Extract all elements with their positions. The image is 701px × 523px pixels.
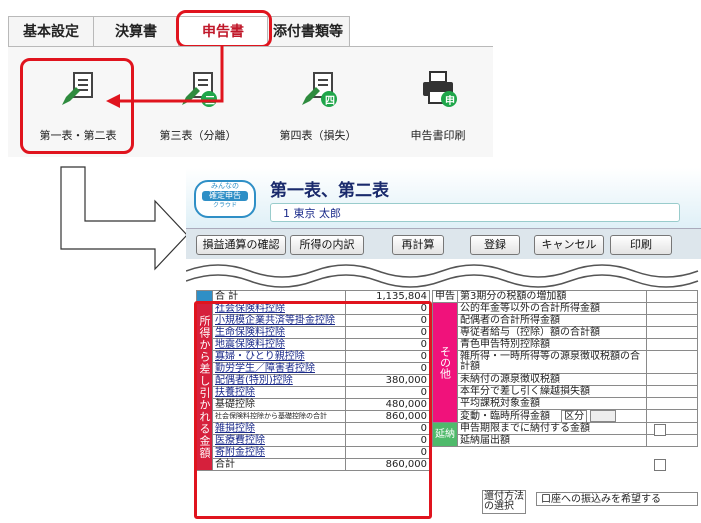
logo-line-2: 確定申告 [202, 191, 248, 201]
small-business-mutual-link[interactable]: 小規模企業共済等掛金控除 [215, 315, 335, 326]
kubun-select[interactable] [590, 410, 617, 422]
casualty-loss-link[interactable]: 雑損控除 [215, 423, 255, 434]
tab-financial-statements[interactable]: 決算書 [94, 17, 179, 47]
delay-row-label: 延納届出額 [457, 434, 647, 447]
other-row-label: 平均課税対象金額 [457, 397, 647, 410]
other-row-value[interactable] [645, 373, 699, 386]
refund-method-label: 還付方法の選択 [482, 490, 526, 514]
medical-expense-link[interactable]: 医療費控除 [215, 435, 265, 446]
highlight-deductions [194, 301, 432, 519]
spouse-deduction-link[interactable]: 配偶者(特別)控除 [215, 375, 293, 386]
form-4-button[interactable]: 四 第四表（損失） [258, 47, 378, 155]
window-header: みんなの 確定申告 クラウド 第一表、第二表 1 東京 太郎 [186, 168, 701, 228]
form-3-button[interactable]: 三 第三表（分離） [138, 47, 258, 155]
logo-line-1: みんなの [211, 182, 239, 190]
red-arrow-icon [106, 46, 224, 108]
other-row-value[interactable] [645, 290, 699, 303]
deduction-row-value: 0 [344, 386, 431, 399]
form-window: みんなの 確定申告 クラウド 第一表、第二表 1 東京 太郎 損益通算の確認 所… [186, 168, 701, 523]
earthquake-insurance-link[interactable]: 地震保険料控除 [215, 339, 285, 350]
other-row-label: 変動・臨時所得金額 区分 [457, 409, 647, 423]
donation-link[interactable]: 寄附金控除 [215, 447, 265, 458]
variable-income-checkbox[interactable] [654, 424, 666, 436]
other-row-label: 雑所得・一時所得等の源泉徴収税額の合計額 [457, 350, 647, 374]
dependent-deduction-link[interactable]: 扶養控除 [215, 387, 255, 398]
widow-single-parent-link[interactable]: 寡婦・ひとり親控除 [215, 351, 305, 362]
other-row-label: 公的年金等以外の合計所得金額 [457, 302, 647, 315]
logo-line-3: クラウド [212, 202, 237, 209]
student-disability-link[interactable]: 勤労学生／障害者控除 [215, 363, 315, 374]
deduction-row-value: 860,000 [344, 458, 431, 471]
highlight-form-1-2 [20, 58, 134, 154]
other-row-label: 専従者給与（控除）額の合計額 [457, 326, 647, 339]
delay-row-value[interactable] [645, 434, 699, 447]
deduction-row-value: 0 [344, 422, 431, 435]
badge-print: 申 [445, 96, 455, 107]
form-4-label: 第四表（損失） [279, 129, 357, 142]
other-row-value[interactable] [645, 409, 699, 423]
other-row-label: 本年分で差し引く繰越損失額 [457, 385, 647, 398]
print-return-label: 申告書印刷 [410, 129, 466, 142]
deduction-row-value: 860,000 [344, 410, 431, 423]
social-insurance-link[interactable]: 社会保険料控除 [215, 303, 285, 314]
delay-checkbox[interactable] [654, 459, 666, 471]
other-row-value[interactable] [645, 326, 699, 339]
form-3-label: 第三表（分離） [159, 129, 237, 142]
delay-side-label: 延納 [432, 422, 458, 447]
form-1-2-button[interactable]: 第一表・第二表 [18, 47, 138, 155]
deduction-side-label: 所得から差し引かれる金額 [196, 302, 213, 471]
other-row-label: 配偶者の合計所得金額 [457, 314, 647, 327]
form-1-2-label: 第一表・第二表 [39, 129, 117, 142]
other-row-label: 青色申告特別控除額 [457, 338, 647, 351]
income-breakdown-button[interactable]: 所得の内訳 [290, 235, 364, 255]
other-row-label: 未納付の源泉徴収税額 [457, 373, 647, 386]
print-button[interactable]: 印刷 [610, 235, 672, 255]
other-row-value[interactable] [645, 302, 699, 315]
tab-tax-return[interactable]: 申告書 [179, 17, 268, 47]
other-row-value[interactable] [645, 350, 699, 374]
flow-arrow-icon [60, 166, 188, 271]
other-items-table: 甲告 第3期分の税額の増加額 その他 公的年金等以外の合計所得金額 配偶者の合計… [432, 290, 699, 447]
deduction-row-value: 380,000 [344, 374, 431, 387]
document-edit-icon [62, 72, 93, 105]
tab-attachments[interactable]: 添付書類等 [268, 17, 348, 47]
deduction-row-value: 0 [344, 350, 431, 363]
other-row-value[interactable] [645, 314, 699, 327]
cancel-button[interactable]: キャンセル [534, 235, 604, 255]
highlight-tab-tax-return [176, 10, 272, 48]
tab-basic-settings[interactable]: 基本設定 [9, 17, 94, 47]
app-logo: みんなの 確定申告 クラウド [194, 180, 256, 218]
ribbon-tab-bar: 基本設定 決算書 申告書 添付書類等 [8, 16, 350, 47]
recalculate-button[interactable]: 再計算 [392, 235, 444, 255]
other-row-value[interactable] [645, 397, 699, 410]
badge-fourth: 四 [325, 96, 335, 107]
loss-offset-check-button[interactable]: 損益通算の確認 [196, 235, 286, 255]
deduction-row-value: 0 [344, 314, 431, 327]
user-field: 1 東京 太郎 [270, 203, 680, 222]
other-side-label: その他 [432, 302, 458, 423]
truncation-wave [186, 259, 701, 289]
register-button[interactable]: 登録 [470, 235, 520, 255]
delay-row-label: 申告期限までに納付する金額 [457, 422, 647, 435]
document-edit-icon [302, 72, 337, 107]
deduction-row-label: 合計 [212, 458, 346, 471]
deduction-table: 合 計 1,135,804 所得から差し引かれる金額 社会保険料控除 0 小規模… [196, 290, 431, 471]
column-label: 甲告 [432, 290, 458, 303]
window-title: 第一表、第二表 [270, 181, 389, 201]
refund-method-select[interactable]: 口座への振込みを希望する [536, 492, 698, 506]
other-row-label: 第3期分の税額の増加額 [457, 290, 647, 303]
printer-icon [423, 71, 457, 107]
other-row-value[interactable] [645, 338, 699, 351]
life-insurance-link[interactable]: 生命保険料控除 [215, 327, 285, 338]
variable-income-label: 変動・臨時所得金額 [460, 411, 550, 422]
other-row-value[interactable] [645, 385, 699, 398]
document-edit-icon [182, 72, 217, 107]
print-return-button[interactable]: 申 申告書印刷 [378, 47, 498, 155]
ribbon-panel: 第一表・第二表 三 第三表（分離） 四 第四表（損失） 申 [8, 46, 493, 157]
deduction-row-value: 0 [344, 338, 431, 351]
kubun-label: 区分 [561, 410, 588, 423]
toolbar: 損益通算の確認 所得の内訳 再計算 登録 キャンセル 印刷 [186, 228, 701, 260]
